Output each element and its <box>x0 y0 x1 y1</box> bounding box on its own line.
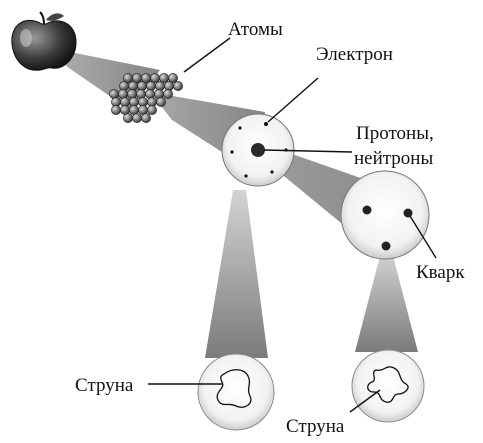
quark-dot <box>381 241 391 251</box>
atom-ball <box>111 105 121 115</box>
atom-ball <box>154 89 164 99</box>
leader-line-quark <box>409 215 437 259</box>
atom-ball <box>145 89 155 99</box>
atom-ball <box>132 113 142 123</box>
leader-line-atoms <box>183 37 231 73</box>
leader-line-electron <box>267 77 319 123</box>
atom-ball <box>118 89 128 99</box>
atom-ball <box>173 81 183 91</box>
label-string-left: Струна <box>75 375 134 396</box>
electron-dot <box>238 126 242 130</box>
electron-dot <box>244 174 248 178</box>
string-sphere-right <box>351 349 425 423</box>
label-string-right: Струна <box>286 416 345 437</box>
atom-ball <box>168 73 178 83</box>
atom-ball <box>123 113 133 123</box>
label-electron: Электрон <box>316 44 393 65</box>
atom-ball <box>163 89 173 99</box>
electron-dot <box>230 150 234 154</box>
label-atoms: Атомы <box>228 19 283 40</box>
atom-ball <box>147 105 157 115</box>
atom-ball <box>136 89 146 99</box>
atom-cluster <box>109 73 183 123</box>
atom-ball <box>109 89 119 99</box>
zoom-beam-to-right-string <box>355 252 418 352</box>
apple-icon <box>11 11 77 71</box>
nucleon-sphere <box>340 170 430 260</box>
string-sphere-left <box>197 353 275 431</box>
nucleus-dot <box>251 143 265 157</box>
electron-dot <box>270 170 274 174</box>
label-nucleons-line1: Протоны, <box>356 123 434 144</box>
string-loop-left <box>216 369 252 408</box>
atom-ball <box>156 97 166 107</box>
electron-dot <box>264 122 268 126</box>
label-quark: Кварк <box>416 262 465 283</box>
atom-ball <box>141 113 151 123</box>
label-nucleons-line2: нейтроны <box>354 148 433 169</box>
zoom-beam-to-left-string <box>205 190 268 358</box>
atom-sphere <box>221 113 295 187</box>
atom-ball <box>127 89 137 99</box>
leader-line-string-right <box>349 389 381 413</box>
string-loop-right <box>367 366 409 403</box>
quark-dot <box>362 205 372 215</box>
quark-dot <box>403 208 413 218</box>
leader-line-nucleons <box>263 149 353 153</box>
